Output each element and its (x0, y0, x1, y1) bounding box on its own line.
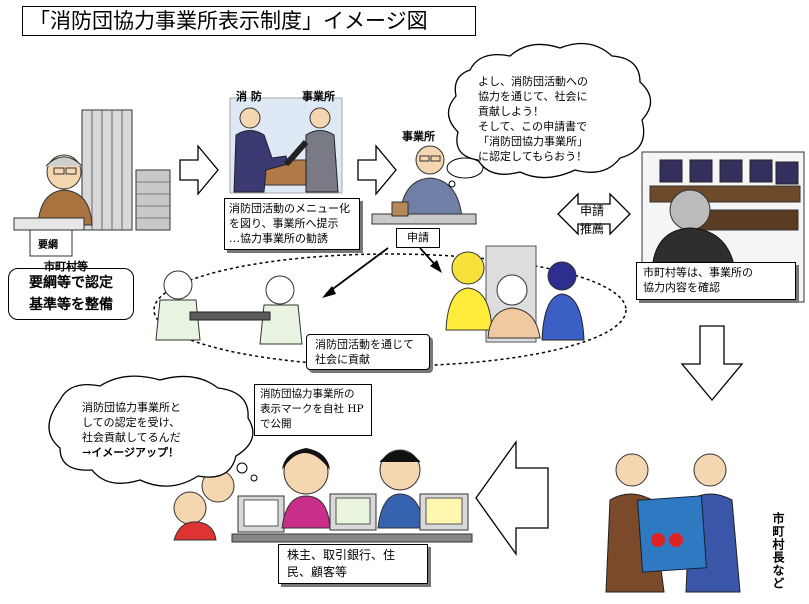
contribution-scroll: 消防団活動を通じて 社会に貢献 (306, 334, 430, 370)
mark-line2: 表示マークを自社 HP (260, 403, 364, 415)
stake-line2: 民、顧客等 (287, 565, 348, 579)
mayor-certificate-illustration (605, 453, 741, 593)
top-bubble-line5: 「消防団協力事業所」 (478, 135, 588, 148)
top-bubble-line4: そして、この申請書で (478, 120, 588, 133)
left-speech-bubble (48, 375, 254, 487)
top-bubble-line1: よし、消防団活動への (478, 75, 588, 88)
mark-line1: 消防団協力事業所の (260, 388, 355, 400)
left-bubble-text: 消防団協力事業所と しての認定を受け、 社会貢献してるんだ →イメージアップ！ (82, 400, 181, 460)
arrow-right-2 (357, 144, 397, 196)
top-speech-bubble (447, 42, 652, 179)
arrow-down (680, 325, 744, 402)
top-bubble-line6: に認定してもらおう！ (478, 150, 588, 163)
business-owner-illustration (371, 145, 484, 225)
left-bubble-line3: 社会貢献してるんだ (82, 431, 181, 444)
stake-line1: 株主、取引銀行、住 (287, 548, 396, 562)
label-mayor: 市町村長など (771, 512, 785, 590)
confirm-line1: 市町村等は、事業所の (643, 266, 753, 279)
handshake-illustration (229, 97, 343, 194)
menu-box: 消防団活動のメニュー化 を図り、事業所へ提示 …協力事業所の勧誘 (224, 198, 360, 250)
label-apply: 申請 (580, 204, 605, 218)
top-bubble-line3: 貢献しよう！ (478, 105, 544, 118)
menu-line3: …協力事業所の勧誘 (229, 232, 328, 245)
menu-line2: を図り、事業所へ提示 (229, 217, 339, 230)
label-recommend: 推薦 (580, 222, 605, 236)
scroll-line1: 消防団活動を通じて (315, 338, 414, 351)
label-business-2: 事業所 (402, 130, 435, 143)
arrow-right-1 (179, 144, 219, 196)
arrow-left (475, 439, 549, 557)
activity-ellipse (153, 253, 627, 367)
top-bubble-text: よし、消防団活動への 協力を通じて、社会に 貢献しよう！ そして、この申請書で … (478, 74, 588, 164)
page-title: 「消防団協力事業所表示制度」イメージ図 (22, 6, 476, 36)
city-box-line1: 要綱等で認定 (29, 275, 113, 291)
mark-box: 消防団協力事業所の 表示マークを自社 HP で公開 (254, 384, 372, 436)
top-bubble-line2: 協力を通じて、社会に (478, 90, 588, 103)
label-fire-corps: 消 防 (236, 90, 262, 103)
menu-line1: 消防団活動のメニュー化 (229, 202, 350, 215)
city-official-illustration (13, 109, 171, 257)
confirm-line2: 協力内容を確認 (643, 281, 720, 294)
left-bubble-line2: しての認定を受け、 (82, 416, 181, 429)
left-bubble-line1: 消防団協力事業所と (82, 401, 181, 414)
fire-corps-members-illustration (445, 245, 585, 343)
city-box-line2: 基準等を整備 (29, 297, 113, 313)
label-business: 事業所 (302, 90, 335, 103)
stretcher-carriers-illustration (155, 270, 303, 345)
label-city: 市町村等 (44, 260, 88, 273)
stakeholders-box: 株主、取引銀行、住 民、顧客等 (278, 544, 428, 584)
mark-line3: で公開 (260, 418, 292, 430)
application-tag: 申請 (396, 228, 440, 248)
confirm-box: 市町村等は、事業所の 協力内容を確認 (636, 262, 796, 300)
scroll-line2: 社会に貢献 (315, 353, 370, 366)
label-youkou: 要綱 (38, 240, 58, 251)
arrow-double (557, 192, 631, 236)
city-standards-box: 要綱等で認定 基準等を整備 (8, 268, 134, 320)
family-computers-illustration (173, 448, 473, 543)
left-bubble-line4: →イメージアップ！ (82, 446, 179, 459)
